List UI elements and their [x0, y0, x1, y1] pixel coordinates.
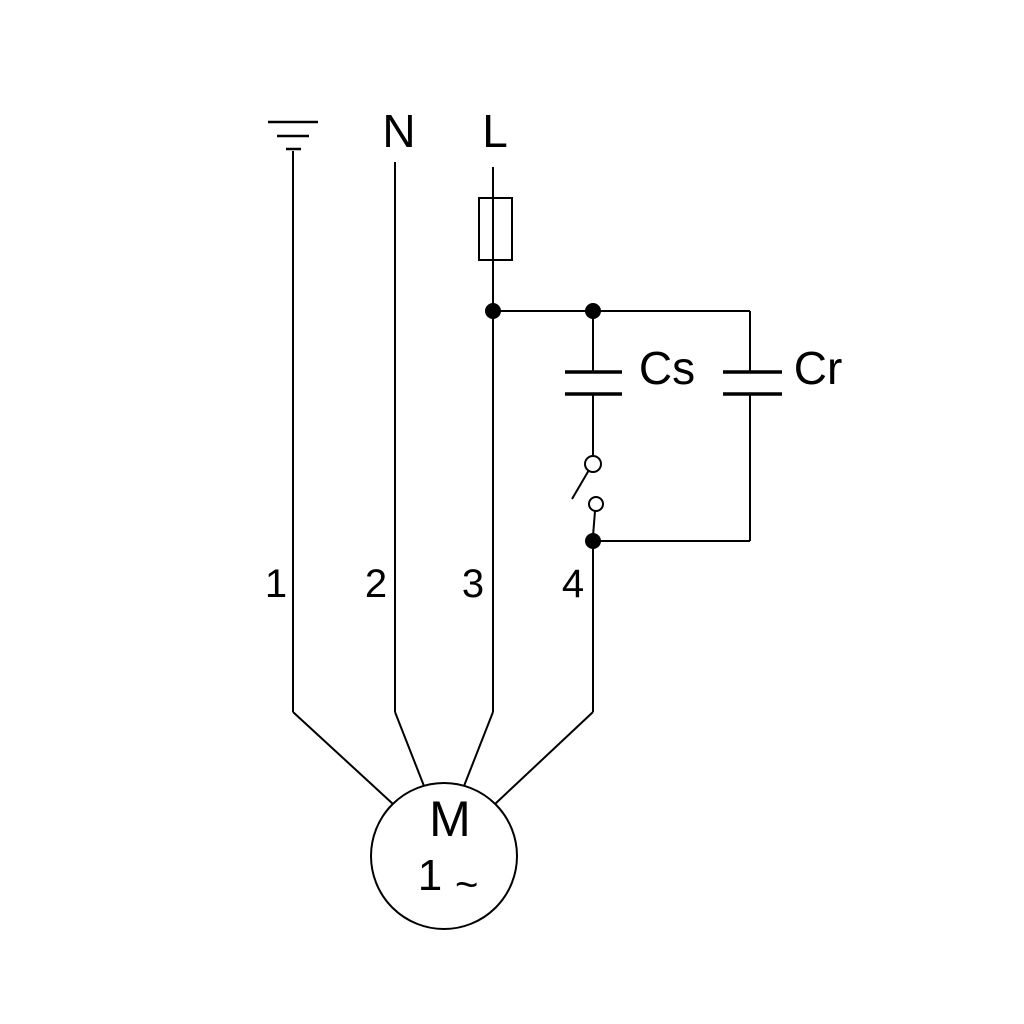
neutral-wire-slant — [394, 711, 425, 787]
run-capacitor-icon — [723, 370, 782, 396]
terminal-1-label: 1 — [265, 562, 287, 606]
terminal-4-label: 4 — [562, 562, 584, 606]
switch-contact-top — [584, 455, 602, 473]
cs-label: Cs — [639, 342, 695, 394]
switch-contact-bottom — [588, 496, 604, 512]
start-capacitor-icon — [565, 370, 622, 396]
line-label: L — [482, 105, 508, 157]
cr-label: Cr — [794, 342, 843, 394]
fuse-icon — [478, 197, 513, 261]
terminal-4-wire-slant — [494, 711, 594, 805]
earth-ground-icon — [268, 120, 318, 151]
single-phase-motor-icon — [370, 782, 518, 930]
line-wire-slant — [463, 711, 494, 787]
junction-dot — [485, 303, 501, 319]
neutral-label: N — [382, 105, 415, 157]
motor-phase-wave-label: ~ — [455, 863, 478, 907]
starting-switch-icon — [571, 455, 604, 512]
cs-branch-wire-bottom — [592, 510, 596, 537]
terminal-2-label: 2 — [365, 562, 387, 606]
motor-label: M — [429, 791, 471, 847]
motor-phase-number-label: 1 — [418, 851, 442, 900]
switch-blade — [571, 469, 590, 500]
earth-wire-slant — [292, 711, 394, 805]
terminal-3-label: 3 — [462, 562, 484, 606]
